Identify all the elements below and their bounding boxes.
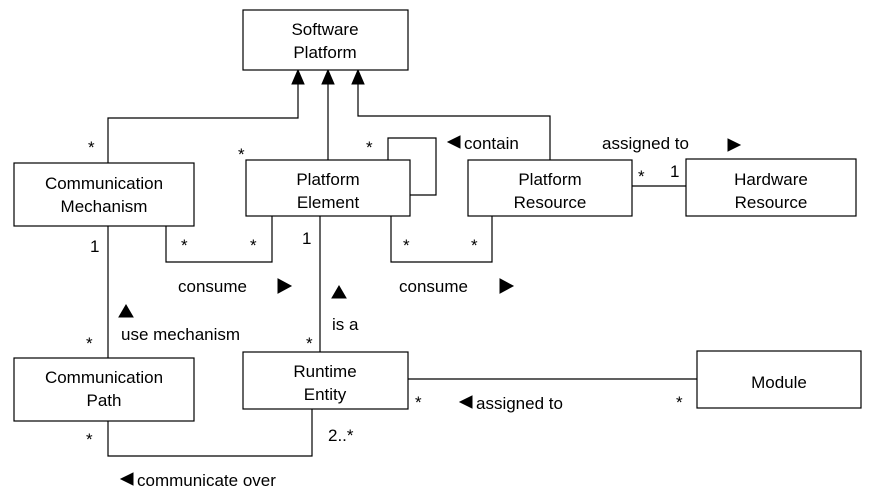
edge-commmech-softwareplatform xyxy=(107,84,299,163)
multiplicity: * xyxy=(306,334,313,353)
association-communicate-over: communicate over xyxy=(137,471,276,490)
communication-mechanism-line2: Mechanism xyxy=(61,197,148,216)
multiplicity: * xyxy=(88,138,95,157)
multiplicity: * xyxy=(250,236,257,255)
direction-right-icon xyxy=(277,278,293,294)
edge-platres-softwareplatform xyxy=(357,84,551,160)
communication-path-line1: Communication xyxy=(45,368,163,387)
platform-resource-line2: Resource xyxy=(514,193,587,212)
hardware-resource-line2: Resource xyxy=(735,193,808,212)
platform-element-line1: Platform xyxy=(296,170,359,189)
communication-path-line2: Path xyxy=(87,391,122,410)
multiplicity: 1 xyxy=(90,237,99,256)
box-communication-mechanism xyxy=(13,162,195,227)
runtime-entity-line2: Entity xyxy=(304,385,347,404)
association-consume-right: consume xyxy=(399,277,468,296)
runtime-entity-line1: Runtime xyxy=(293,362,356,381)
generalization-arrowhead xyxy=(291,68,305,85)
association-is-a: is a xyxy=(332,315,359,334)
edge-communicate-over xyxy=(107,409,313,457)
multiplicity: * xyxy=(471,236,478,255)
generalization-arrowhead xyxy=(321,68,335,85)
software-platform-line2: Platform xyxy=(293,43,356,62)
hardware-resource-line1: Hardware xyxy=(734,170,808,189)
software-platform-line1: Software xyxy=(291,20,358,39)
box-software-platform xyxy=(242,9,409,71)
multiplicity: * xyxy=(86,334,93,353)
box-platform-element xyxy=(245,159,411,217)
association-assigned-to-module: assigned to xyxy=(476,394,563,413)
multiplicity: * xyxy=(676,393,683,412)
association-contain: contain xyxy=(464,134,519,153)
multiplicity: * xyxy=(86,430,93,449)
platform-resource-line1: Platform xyxy=(518,170,581,189)
box-communication-path xyxy=(13,357,195,422)
box-platform-resource xyxy=(467,159,633,217)
box-hardware-resource xyxy=(685,158,857,217)
direction-left-icon xyxy=(446,135,461,149)
edge-consume-right xyxy=(390,216,493,263)
multiplicity: * xyxy=(366,138,373,157)
multiplicity: * xyxy=(403,236,410,255)
multiplicity: * xyxy=(415,393,422,412)
multiplicity: * xyxy=(181,236,188,255)
association-use-mechanism: use mechanism xyxy=(121,325,240,344)
direction-right-icon xyxy=(727,138,742,152)
multiplicity: 2..* xyxy=(328,426,354,445)
box-runtime-entity xyxy=(242,351,409,410)
platform-element-line2: Element xyxy=(297,193,360,212)
direction-left-icon xyxy=(458,395,473,409)
communication-mechanism-line1: Communication xyxy=(45,174,163,193)
box-module xyxy=(696,350,862,409)
multiplicity: 1 xyxy=(302,229,311,248)
multiplicity: * xyxy=(638,167,645,186)
module-label: Module xyxy=(751,373,807,392)
direction-up-icon xyxy=(331,285,347,299)
association-assigned-to-hardware: assigned to xyxy=(602,134,689,153)
direction-left-icon xyxy=(119,472,134,486)
direction-right-icon xyxy=(499,278,515,294)
multiplicity: 1 xyxy=(670,162,679,181)
direction-up-icon xyxy=(118,304,134,318)
multiplicity: * xyxy=(238,145,245,164)
edge-contain-selfloop xyxy=(387,137,437,196)
edge-consume-left xyxy=(165,216,273,263)
generalization-arrowhead xyxy=(351,68,365,85)
association-consume-left: consume xyxy=(178,277,247,296)
